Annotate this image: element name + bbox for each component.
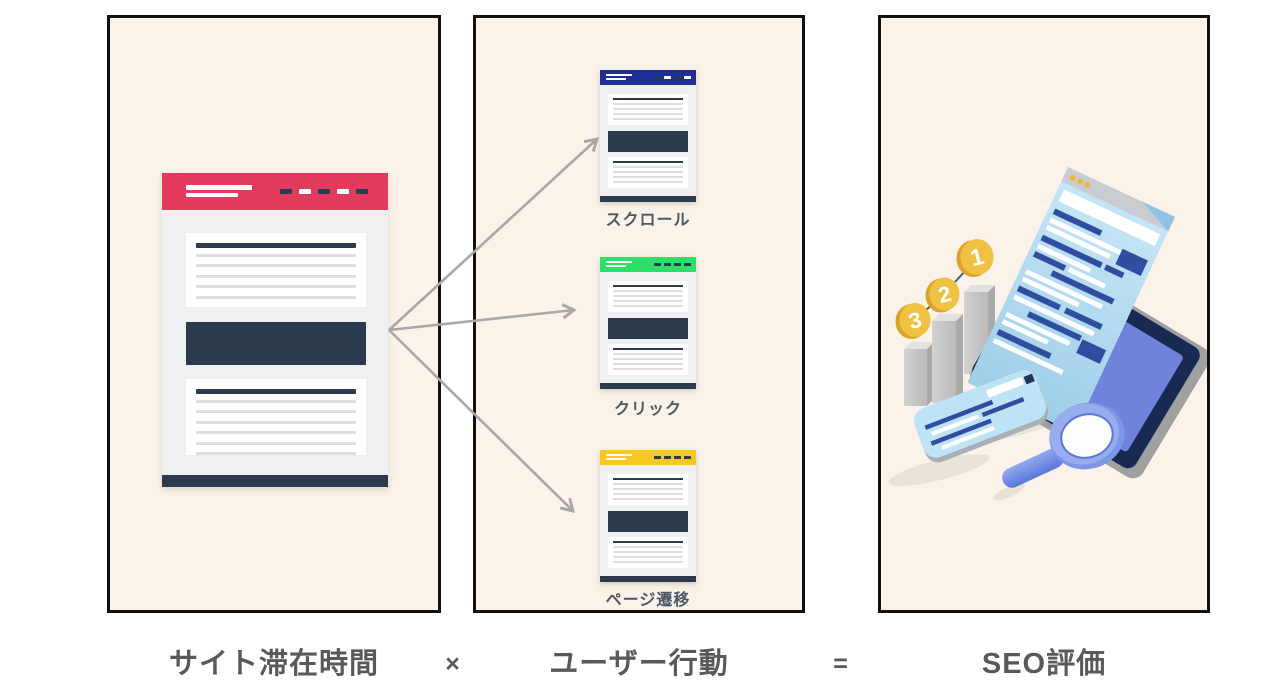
bar-medium — [932, 314, 963, 403]
text-block-placeholder — [608, 537, 688, 568]
action-label-scroll: スクロール — [605, 212, 691, 229]
page-corner-fold — [1142, 201, 1175, 232]
equation-term-user-actions: ユーザー行動 — [549, 648, 729, 680]
magnifier-lens — [1060, 413, 1114, 459]
bar-short — [904, 342, 934, 406]
coin-1-number: 1 — [968, 243, 987, 271]
coin-1: 1 — [956, 239, 994, 277]
window-dot-icon — [1069, 175, 1076, 182]
equation-term-dwell-time: サイト滞在時間 — [168, 648, 379, 680]
image-banner-placeholder — [608, 318, 688, 339]
mini-webpage-page-transition — [600, 450, 696, 582]
search-button-placeholder — [1023, 373, 1035, 385]
mini-webpage-body — [600, 85, 696, 196]
seo-illustration: 3 2 1 — [888, 167, 1207, 501]
coin-2: 2 — [925, 277, 960, 313]
text-block-placeholder — [608, 157, 688, 188]
logo-placeholder — [186, 185, 252, 197]
page-content-lines — [992, 208, 1148, 375]
nav-links-placeholder — [654, 263, 691, 266]
webpage-footer — [162, 475, 388, 487]
webpage-header — [162, 173, 388, 210]
search-bar-placeholder — [986, 377, 1024, 398]
mini-webpage-header — [600, 70, 696, 85]
webpage-body — [162, 210, 388, 475]
coin-3-number: 3 — [906, 307, 924, 334]
magnifier-handle — [1002, 448, 1064, 488]
webpage-mockup — [162, 173, 388, 487]
equation-operator-equals: = — [833, 650, 849, 678]
window-dot-icon — [1084, 181, 1091, 188]
equation-result-seo-score: SEO評価 — [981, 648, 1107, 680]
mini-webpage-footer — [600, 576, 696, 582]
browser-page — [968, 167, 1175, 432]
coin-3: 3 — [895, 303, 931, 339]
action-label-page-transition: ページ遷移 — [605, 592, 691, 609]
mini-webpage-header — [600, 257, 696, 272]
logo-placeholder — [606, 73, 632, 80]
panel-user-actions: スクロール クリック ページ遷移 — [473, 15, 805, 613]
text-block-placeholder — [186, 233, 366, 307]
coin-2-number: 2 — [936, 281, 954, 308]
image-banner-placeholder — [186, 322, 366, 365]
logo-placeholder — [606, 453, 632, 460]
mini-webpage-footer — [600, 196, 696, 202]
nav-links-placeholder — [654, 456, 691, 459]
ranking-coins: 3 2 1 — [895, 239, 994, 339]
panel-site-dwell-time — [107, 15, 441, 613]
text-block-placeholder — [608, 281, 688, 312]
mini-webpage-body — [600, 465, 696, 576]
image-banner-placeholder — [608, 511, 688, 532]
panel-seo-score: 3 2 1 — [878, 15, 1210, 613]
phone-content-lines — [924, 397, 1025, 450]
mini-webpage-scroll — [600, 70, 696, 202]
window-dot-icon — [1077, 178, 1084, 185]
text-block-placeholder — [186, 379, 366, 455]
magnifier-icon — [1002, 402, 1125, 488]
nav-links-placeholder — [280, 189, 368, 194]
text-block-placeholder — [608, 94, 688, 125]
mini-webpage-header — [600, 450, 696, 465]
action-label-click: クリック — [613, 401, 682, 418]
smartphone — [913, 370, 1048, 463]
text-block-placeholder — [608, 474, 688, 505]
equation-operator-multiply: × — [445, 650, 461, 678]
mini-webpage-click — [600, 257, 696, 389]
search-bar-placeholder — [1058, 189, 1160, 246]
image-banner-placeholder — [608, 131, 688, 152]
text-block-placeholder — [608, 344, 688, 375]
nav-links-placeholder — [654, 76, 691, 79]
logo-placeholder — [606, 260, 632, 267]
mini-webpage-footer — [600, 383, 696, 389]
mini-webpage-body — [600, 272, 696, 383]
